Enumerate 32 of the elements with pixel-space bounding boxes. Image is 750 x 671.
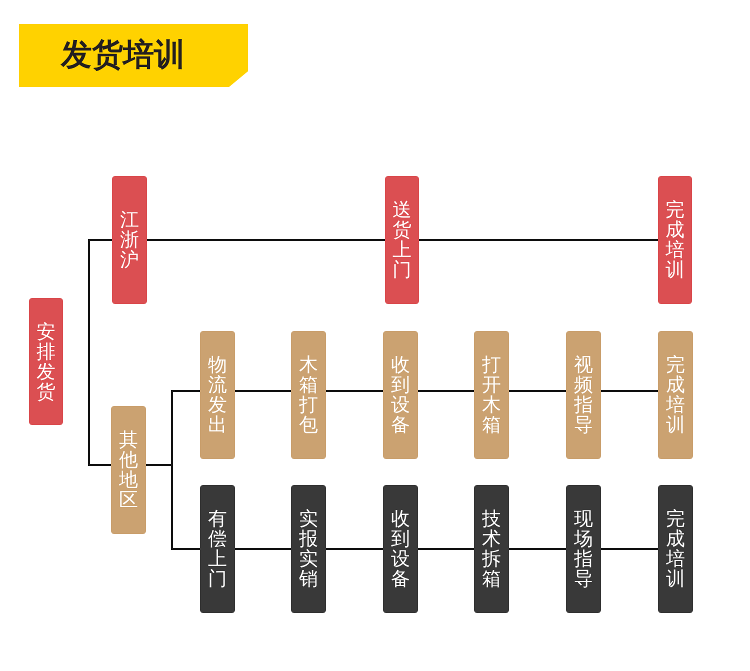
process-box: 完成培训 <box>658 331 693 459</box>
title-banner: 发货培训 <box>19 24 248 87</box>
process-box: 收到设备 <box>383 485 418 613</box>
connector-line <box>145 390 201 550</box>
connector-line <box>326 548 383 550</box>
process-box: 实报实销 <box>291 485 326 613</box>
process-box: 送货上门 <box>385 176 419 304</box>
process-box: 其他地区 <box>111 406 146 534</box>
process-box: 打开木箱 <box>474 331 509 459</box>
process-box: 视频指导 <box>566 331 601 459</box>
process-box: 现场指导 <box>566 485 601 613</box>
connector-line <box>88 239 112 466</box>
connector-line <box>235 548 291 550</box>
connector-line <box>509 548 566 550</box>
connector-line <box>418 390 474 392</box>
process-box: 完成培训 <box>658 176 692 304</box>
connector-line <box>601 548 658 550</box>
process-box: 物流发出 <box>200 331 235 459</box>
process-box: 收到设备 <box>383 331 418 459</box>
process-box: 技术拆箱 <box>474 485 509 613</box>
connector-line <box>418 548 474 550</box>
process-box: 有偿上门 <box>200 485 235 613</box>
connector-line <box>601 390 658 392</box>
process-box: 江浙沪 <box>112 176 147 304</box>
connector-line <box>419 239 658 241</box>
process-box: 安排发货 <box>29 298 63 425</box>
process-box: 木箱打包 <box>291 331 326 459</box>
connector-line <box>509 390 566 392</box>
connector-line <box>147 239 385 241</box>
process-box: 完成培训 <box>658 485 693 613</box>
connector-line <box>235 390 291 392</box>
connector-line <box>326 390 383 392</box>
